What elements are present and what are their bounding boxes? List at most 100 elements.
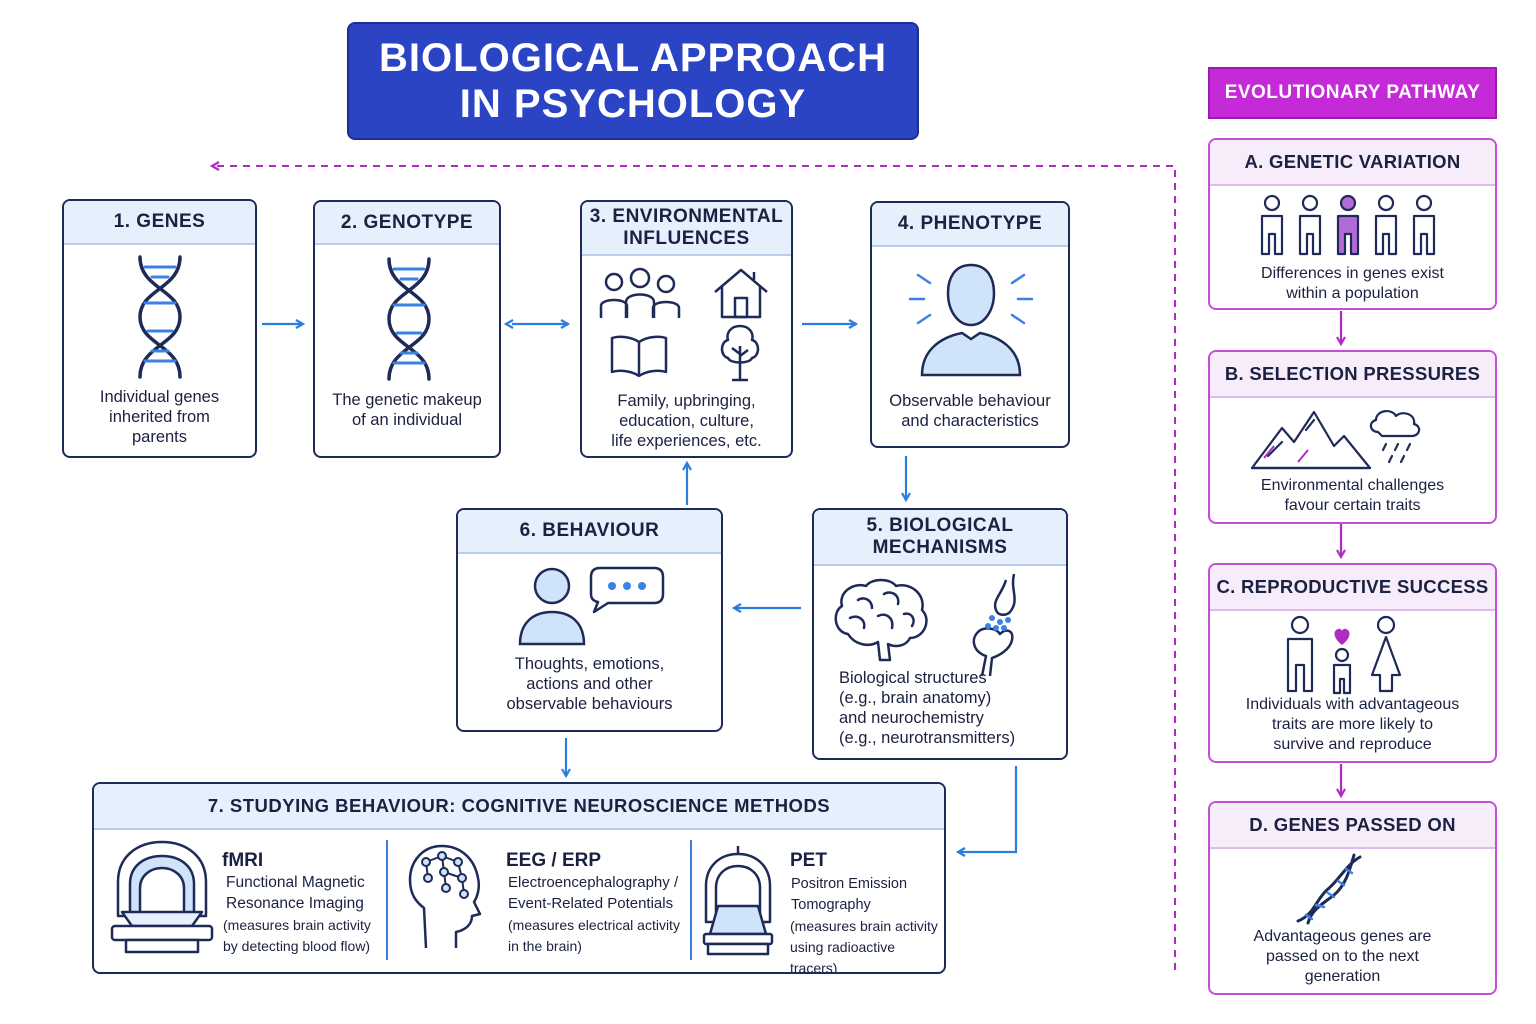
evo-a-line-2: within a population — [1286, 285, 1419, 302]
mountain-storm-icon — [1250, 410, 1421, 470]
speech-bubble-icon — [589, 566, 665, 614]
evo-d-line-2: passed on to the next — [1266, 948, 1419, 965]
mri-scanner-icon — [110, 840, 214, 954]
mechanisms-desc-line-4: (e.g., neurotransmitters) — [839, 729, 1016, 747]
mechanisms-desc-line-3: and neurochemistry — [839, 709, 984, 727]
behaviour-desc-line-1: Thoughts, emotions, — [514, 655, 665, 673]
dna-icon — [138, 255, 182, 379]
environment-title-line-1: 3. ENVIRONMENTAL — [589, 206, 784, 227]
pet-line-2: Tomography — [791, 897, 871, 913]
behaviour-desc-line-3: observable behaviours — [506, 695, 673, 713]
eeg-line-4: in the brain) — [508, 938, 582, 954]
behaviour-box: 6. BEHAVIOUR Thoughts, emotions, actions… — [456, 508, 723, 732]
pet-method-name: PET — [790, 850, 827, 871]
evo-step-c-title: C. REPRODUCTIVE SUCCESS — [1210, 565, 1495, 611]
book-icon — [610, 335, 668, 378]
synapse-icon — [972, 573, 1016, 677]
environment-desc-line-2: education, culture, — [619, 412, 754, 430]
evo-c-line-1: Individuals with advantageous — [1245, 696, 1460, 713]
environment-box-title: 3. ENVIRONMENTAL INFLUENCES — [582, 202, 791, 256]
fmri-line-1: Functional Magnetic — [226, 874, 365, 891]
eeg-method-description: Electroencephalography / Event-Related P… — [508, 872, 678, 914]
evo-a-line-1: Differences in genes exist — [1261, 265, 1444, 282]
dna-icon — [387, 257, 431, 381]
eeg-method-name: EEG / ERP — [506, 850, 602, 871]
fmri-method-note: (measures brain activity by detecting bl… — [223, 915, 371, 957]
phenotype-desc-line-2: and characteristics — [901, 412, 1039, 430]
genes-box-title: 1. GENES — [64, 201, 255, 245]
methods-divider-2 — [690, 840, 692, 960]
mechanisms-box-description: Biological structures (e.g., brain anato… — [839, 668, 1015, 748]
pet-line-4: using radioactive tracers) — [790, 939, 896, 974]
fmri-line-4: by detecting blood flow) — [223, 938, 371, 954]
genes-desc-line-3: parents — [131, 428, 188, 446]
environment-desc-line-3: life experiences, etc. — [611, 432, 762, 450]
phenotype-box-title: 4. PHENOTYPE — [872, 203, 1068, 247]
evo-step-genetic-variation: A. GENETIC VARIATION Differences in gene… — [1208, 138, 1497, 310]
tree-icon — [720, 324, 760, 382]
eeg-head-icon — [408, 844, 482, 949]
evo-step-d-description: Advantageous genes are passed on to the … — [1210, 927, 1475, 987]
family-heart-icon — [1286, 615, 1402, 695]
eeg-method-note: (measures electrical activity in the bra… — [508, 915, 680, 957]
population-icon — [1260, 194, 1436, 256]
evolution-feedback-dashed-line — [212, 166, 1176, 970]
eeg-line-3: (measures electrical activity — [508, 917, 680, 933]
genes-box-description: Individual genes inherited from parents — [64, 387, 255, 447]
mechanisms-box: 5. BIOLOGICAL MECHANISMS Biological stru… — [812, 508, 1068, 760]
evo-b-line-1: Environmental challenges — [1260, 477, 1445, 494]
pet-scanner-icon — [702, 846, 774, 956]
evo-step-b-description: Environmental challenges favour certain … — [1210, 476, 1495, 516]
fmri-method-name: fMRI — [222, 850, 264, 871]
evo-b-line-2: favour certain traits — [1284, 497, 1421, 514]
genotype-box: 2. GENOTYPE The genetic makeup of an ind… — [313, 200, 501, 458]
behaviour-box-title: 6. BEHAVIOUR — [458, 510, 721, 554]
mechanisms-desc-line-2: (e.g., brain anatomy) — [839, 689, 992, 707]
evo-step-a-description: Differences in genes exist within a popu… — [1210, 264, 1495, 304]
pet-line-1: Positron Emission — [791, 876, 908, 892]
mechanisms-title-line-2: MECHANISMS — [872, 537, 1008, 558]
methods-box-title: 7. STUDYING BEHAVIOUR: COGNITIVE NEUROSC… — [94, 784, 944, 830]
mechanisms-box-title: 5. BIOLOGICAL MECHANISMS — [814, 510, 1066, 566]
genes-desc-line-1: Individual genes — [99, 388, 220, 406]
genes-desc-line-2: inherited from — [109, 408, 210, 426]
evo-step-c-description: Individuals with advantageous traits are… — [1210, 695, 1495, 755]
page-title-line-2: IN PSYCHOLOGY — [459, 82, 807, 126]
genotype-desc-line-2: of an individual — [351, 411, 463, 429]
genes-box: 1. GENES Individual genes inherited from… — [62, 199, 257, 458]
phenotype-box-description: Observable behaviour and characteristics — [872, 391, 1068, 431]
genotype-box-description: The genetic makeup of an individual — [315, 390, 499, 430]
mechanisms-desc-line-1: Biological structures — [839, 669, 987, 687]
person-head-icon — [908, 263, 1034, 377]
evo-step-selection-pressures: B. SELECTION PRESSURES Environmental cha… — [1208, 350, 1497, 524]
evo-step-d-title: D. GENES PASSED ON — [1210, 803, 1495, 849]
genotype-box-title: 2. GENOTYPE — [315, 202, 499, 245]
evo-step-a-title: A. GENETIC VARIATION — [1210, 140, 1495, 186]
behaviour-desc-line-2: actions and other — [526, 675, 653, 693]
page-title: BIOLOGICAL APPROACH IN PSYCHOLOGY — [347, 22, 919, 140]
genotype-desc-line-1: The genetic makeup — [332, 391, 482, 409]
environment-desc-line-1: Family, upbringing, — [617, 392, 756, 410]
phenotype-desc-line-1: Observable behaviour — [889, 392, 1051, 410]
fmri-method-description: Functional Magnetic Resonance Imaging — [226, 872, 365, 914]
dna-icon — [1296, 853, 1362, 925]
brain-icon — [834, 578, 928, 662]
evo-c-line-2: traits are more likely to — [1272, 716, 1433, 733]
methods-divider-1 — [386, 840, 388, 960]
environment-title-line-2: INFLUENCES — [623, 228, 750, 249]
person-icon — [518, 567, 586, 646]
pet-line-3: (measures brain activity — [790, 918, 938, 934]
pet-method-note: (measures brain activity using radioacti… — [790, 916, 944, 974]
evolution-title: EVOLUTIONARY PATHWAY — [1208, 67, 1497, 119]
family-icon — [599, 267, 681, 318]
evo-step-b-title: B. SELECTION PRESSURES — [1210, 352, 1495, 398]
evo-c-line-3: survive and reproduce — [1273, 736, 1432, 753]
eeg-line-2: Event-Related Potentials — [508, 895, 674, 912]
mechanisms-title-line-1: 5. BIOLOGICAL — [866, 515, 1014, 536]
behaviour-box-description: Thoughts, emotions, actions and other ob… — [458, 654, 721, 714]
evo-d-line-3: generation — [1304, 968, 1381, 985]
eeg-line-1: Electroencephalography / — [508, 874, 679, 891]
evo-step-genes-passed-on: D. GENES PASSED ON Advantageous genes ar… — [1208, 801, 1497, 995]
house-icon — [714, 268, 768, 319]
